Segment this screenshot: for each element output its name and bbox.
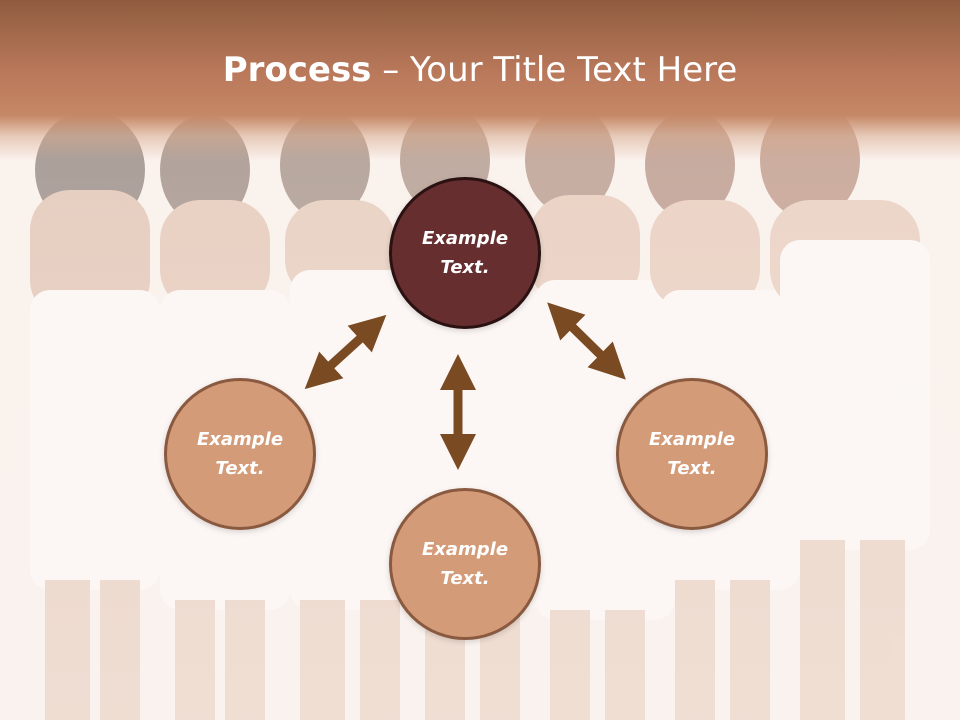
process-node-right[interactable]: Example Text. (616, 378, 768, 530)
process-node-top[interactable]: Example Text. (389, 177, 541, 329)
process-node-right-label: Example Text. (648, 429, 736, 479)
process-node-bottom-label: Example Text. (421, 539, 509, 589)
slide-title: Process – Your Title Text Here (0, 50, 960, 90)
process-node-top-label: Example Text. (421, 228, 509, 278)
process-node-bottom[interactable]: Example Text. (389, 488, 541, 640)
title-bold: Process (222, 50, 372, 90)
title-rest: – Your Title Text Here (371, 50, 738, 90)
arrow-top-right (547, 302, 626, 380)
arrow-top-left (304, 314, 387, 390)
process-node-left-label: Example Text. (196, 429, 284, 479)
process-node-left[interactable]: Example Text. (164, 378, 316, 530)
title-band (0, 0, 960, 160)
